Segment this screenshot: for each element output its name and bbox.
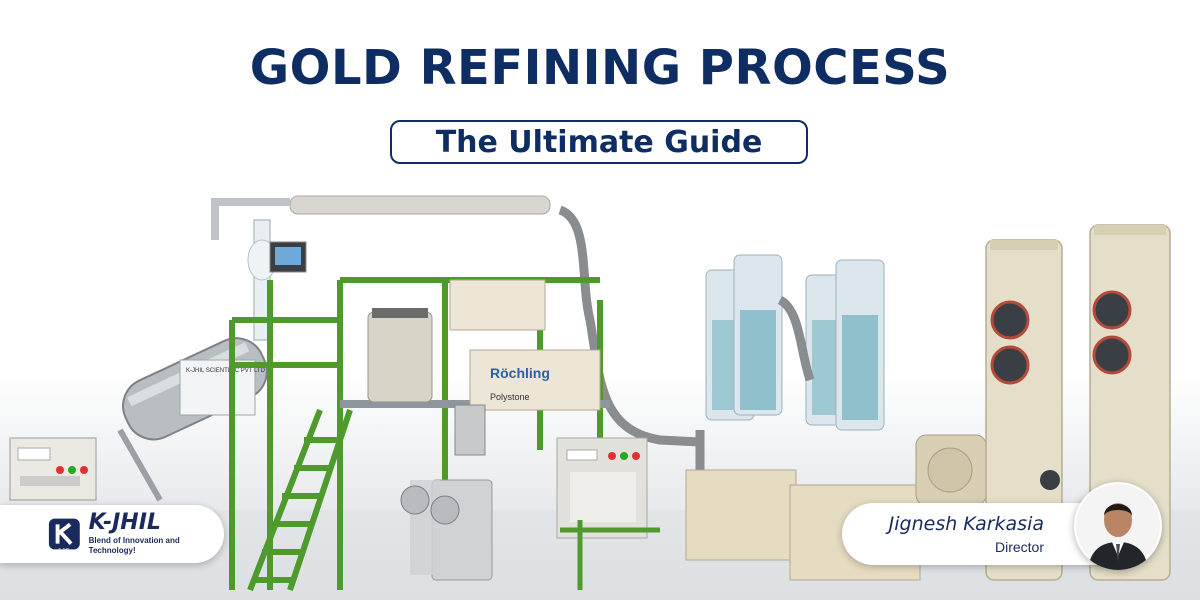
brand-text: K-JHIL Blend of Innovation and Technolog… xyxy=(89,512,224,556)
k-jhil-logo-icon: K-JHIL xyxy=(48,518,80,551)
author-badge: Jignesh Karkasia Director xyxy=(842,503,1102,565)
author-role: Director xyxy=(994,539,1044,555)
equipment-sheet-brand: Röchling xyxy=(490,365,550,381)
equipment-sheet-product: Polystone xyxy=(490,392,530,402)
person-portrait-icon xyxy=(1076,484,1160,570)
page-title: GOLD REFINING PROCESS xyxy=(249,40,951,96)
equipment-panel-brand: K-JHIL SCIENTIFIC PVT LTD xyxy=(186,368,266,374)
brand-logo-text: K-JHIL xyxy=(58,547,71,551)
subtitle-box: The Ultimate Guide xyxy=(390,120,808,164)
brand-tagline: Blend of Innovation and Technology! xyxy=(88,536,180,555)
author-name: Jignesh Karkasia xyxy=(888,513,1044,535)
gold-refining-equipment-illustration: K-JHIL SCIENTIFIC PVT LTD Röchling Polys… xyxy=(0,195,1200,600)
brand-badge: K-JHIL K-JHIL Blend of Innovation and Te… xyxy=(0,505,224,563)
author-avatar xyxy=(1074,482,1162,570)
page-subtitle: The Ultimate Guide xyxy=(435,124,763,160)
brand-name: K-JHIL xyxy=(88,510,161,535)
